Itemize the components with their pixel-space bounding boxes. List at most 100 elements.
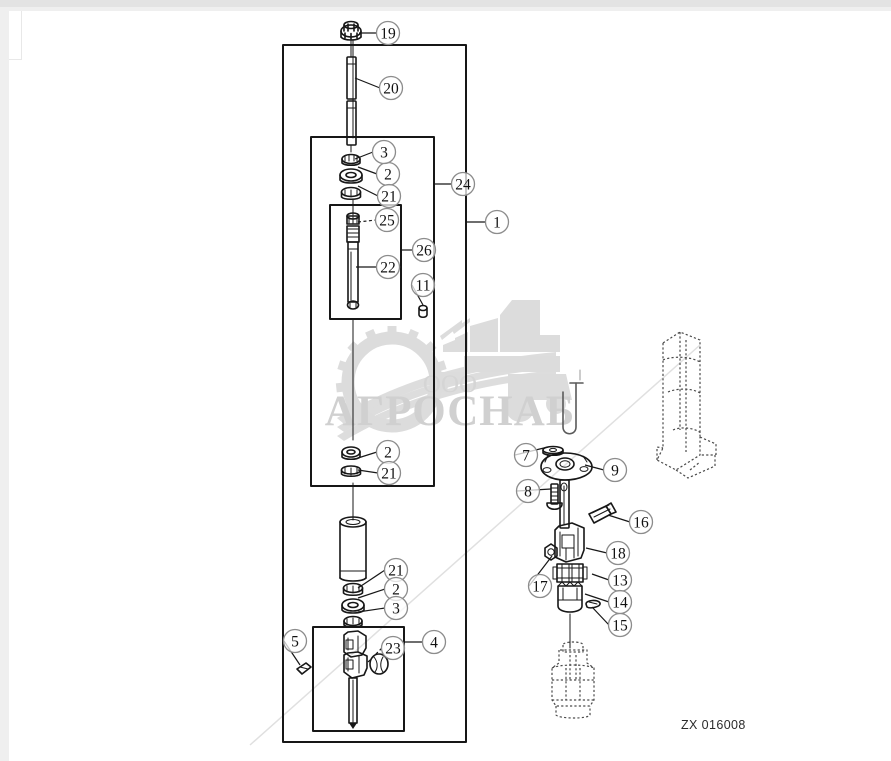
part-25-fitting xyxy=(346,212,360,225)
callout-24[interactable]: 24 xyxy=(450,171,476,197)
callout-bubble xyxy=(383,595,409,621)
part-21-nut xyxy=(340,186,362,201)
callout-17[interactable]: 17 xyxy=(527,573,553,599)
part-20-upper-shaft xyxy=(346,39,357,153)
part-17-lock-nut xyxy=(544,543,558,561)
callout-bubble xyxy=(607,612,633,638)
callout-1[interactable]: 1 xyxy=(484,209,510,235)
callout-number: 21 xyxy=(388,563,404,580)
callout-18[interactable]: 18 xyxy=(605,540,631,566)
callout-number: 2 xyxy=(384,445,392,462)
leader-line-9 xyxy=(584,464,605,471)
callout-number: 19 xyxy=(380,26,396,43)
callout-22[interactable]: 22 xyxy=(375,254,401,280)
callout-number: 20 xyxy=(383,81,399,98)
callout-23[interactable]: 23 xyxy=(380,635,406,661)
callout-7[interactable]: 7 xyxy=(513,442,539,468)
leader-line-3 xyxy=(354,151,374,160)
callout-number: 24 xyxy=(455,177,471,194)
part-3-lock-washer xyxy=(341,153,361,167)
part-21-nut-lower xyxy=(340,465,362,478)
drawing-number: ZX 016008 xyxy=(681,718,746,732)
callout-26[interactable]: 26 xyxy=(411,237,437,263)
reference-pedestal-bracket xyxy=(656,331,717,479)
part-4-universal-joint-assembly xyxy=(343,630,368,729)
part-19-castellated-nut xyxy=(340,20,362,41)
callout-number: 15 xyxy=(612,618,628,635)
callout-number: 5 xyxy=(291,634,299,651)
part-14-coupling xyxy=(557,581,583,613)
callout-9[interactable]: 9 xyxy=(602,457,628,483)
assembly-box-24 xyxy=(310,136,435,487)
callout-11[interactable]: 11 xyxy=(410,272,436,298)
callout-19[interactable]: 19 xyxy=(375,20,401,46)
leader-line-2 xyxy=(357,588,386,599)
callout-number: 21 xyxy=(381,189,397,206)
part-23-bushing xyxy=(369,653,389,675)
page-edge-top-2 xyxy=(0,7,891,11)
callout-bubble xyxy=(380,635,406,661)
part-13-cross-joint xyxy=(552,563,588,583)
leader-line-13 xyxy=(591,573,610,581)
callout-number: 2 xyxy=(384,167,392,184)
callout-number: 13 xyxy=(612,573,628,590)
part-21-nut-bottom xyxy=(342,582,364,597)
callout-bubble xyxy=(515,478,541,504)
callout-14[interactable]: 14 xyxy=(607,589,633,615)
leader-line-25 xyxy=(357,219,377,223)
callout-5[interactable]: 5 xyxy=(282,628,308,654)
leader-line-15 xyxy=(591,606,610,626)
callout-21[interactable]: 21 xyxy=(376,460,402,486)
callout-bubble xyxy=(450,171,476,197)
callout-3[interactable]: 3 xyxy=(371,139,397,165)
callout-21[interactable]: 21 xyxy=(383,557,409,583)
callout-bubble xyxy=(513,442,539,468)
callout-number: 4 xyxy=(430,635,438,652)
callout-2[interactable]: 2 xyxy=(375,161,401,187)
part-22-steering-column-tube xyxy=(346,225,360,310)
callout-number: 11 xyxy=(416,278,431,295)
callout-number: 23 xyxy=(385,641,401,658)
assembly-box-26 xyxy=(329,204,402,320)
callout-15[interactable]: 15 xyxy=(607,612,633,638)
part-9-mounting-flange xyxy=(540,452,593,481)
leader-line-3 xyxy=(357,607,386,613)
callout-4[interactable]: 4 xyxy=(421,629,447,655)
callout-16[interactable]: 16 xyxy=(628,509,654,535)
callout-13[interactable]: 13 xyxy=(607,567,633,593)
callout-bubble xyxy=(527,573,553,599)
part-16-cap-screw xyxy=(588,502,617,524)
callout-3[interactable]: 3 xyxy=(383,595,409,621)
reference-motor-housing xyxy=(551,641,595,719)
watermark-diagonal-line xyxy=(249,344,701,746)
callout-number: 7 xyxy=(522,448,530,465)
watermark-name: АГРОСНАБ xyxy=(325,388,575,435)
callout-bubble xyxy=(375,254,401,280)
callout-21[interactable]: 21 xyxy=(376,183,402,209)
page-edge-top xyxy=(0,0,891,7)
callout-8[interactable]: 8 xyxy=(515,478,541,504)
part-2-bearing xyxy=(339,168,363,184)
part-18-yoke xyxy=(554,522,585,563)
callout-2[interactable]: 2 xyxy=(375,439,401,465)
watermark-ooo: ООО xyxy=(423,371,477,398)
callout-bubble xyxy=(602,457,628,483)
callout-number: 8 xyxy=(524,484,532,501)
callout-bubble xyxy=(411,237,437,263)
leader-line-21 xyxy=(357,185,379,197)
callout-bubble xyxy=(410,272,436,298)
callout-number: 21 xyxy=(381,466,397,483)
callout-25[interactable]: 25 xyxy=(374,207,400,233)
part-15-pin xyxy=(585,599,601,609)
callout-bubble xyxy=(484,209,510,235)
leader-line-20 xyxy=(354,77,381,89)
part-11-roll-pin xyxy=(418,304,428,319)
page-edge-left xyxy=(0,11,9,761)
callout-20[interactable]: 20 xyxy=(378,75,404,101)
callout-layer: 1234578911131415161718192021222324252622… xyxy=(282,20,654,666)
callout-bubble xyxy=(628,509,654,535)
part-2-bearing-bottom xyxy=(341,598,365,614)
combine-harvester-icon xyxy=(432,300,572,422)
